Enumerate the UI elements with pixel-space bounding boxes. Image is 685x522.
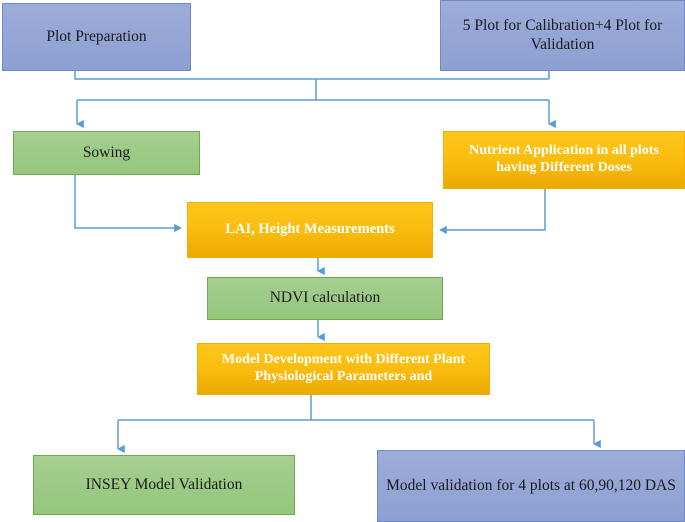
node-model-validation-das[interactable]: Model validation for 4 plots at 60,90,12… <box>377 450 685 522</box>
node-plot-calibration[interactable]: 5 Plot for Calibration+4 Plot for Valida… <box>440 0 685 71</box>
node-lai-height-label: LAI, Height Measurements <box>225 221 395 238</box>
node-nutrient-application[interactable]: Nutrient Application in all plots having… <box>443 131 685 189</box>
node-model-development[interactable]: Model Development with Different Plant P… <box>197 343 490 395</box>
node-sowing-label: Sowing <box>82 143 131 161</box>
node-nutrient-application-label: Nutrient Application in all plots having… <box>469 143 659 175</box>
node-model-development-label: Model Development with Different Plant P… <box>221 352 466 384</box>
edge-plot-preparation-to-bus <box>74 71 549 80</box>
node-sowing[interactable]: Sowing <box>13 131 200 175</box>
edge-sowing-to-lai <box>74 175 182 233</box>
node-ndvi-calculation[interactable]: NDVI calculation <box>207 277 443 320</box>
node-lai-height[interactable]: LAI, Height Measurements <box>187 202 433 258</box>
node-plot-calibration-label: 5 Plot for Calibration+4 Plot for Valida… <box>462 17 663 53</box>
node-insey-validation-label: INSEY Model Validation <box>85 475 243 493</box>
node-ndvi-calculation-label: NDVI calculation <box>269 289 381 307</box>
node-insey-validation[interactable]: INSEY Model Validation <box>33 455 295 515</box>
node-plot-preparation-label: Plot Preparation <box>46 27 147 45</box>
edge-nutrient-to-lai <box>439 189 546 235</box>
node-model-validation-das-label: Model validation for 4 plots at 60,90,12… <box>386 476 676 494</box>
node-plot-preparation[interactable]: Plot Preparation <box>2 3 191 71</box>
